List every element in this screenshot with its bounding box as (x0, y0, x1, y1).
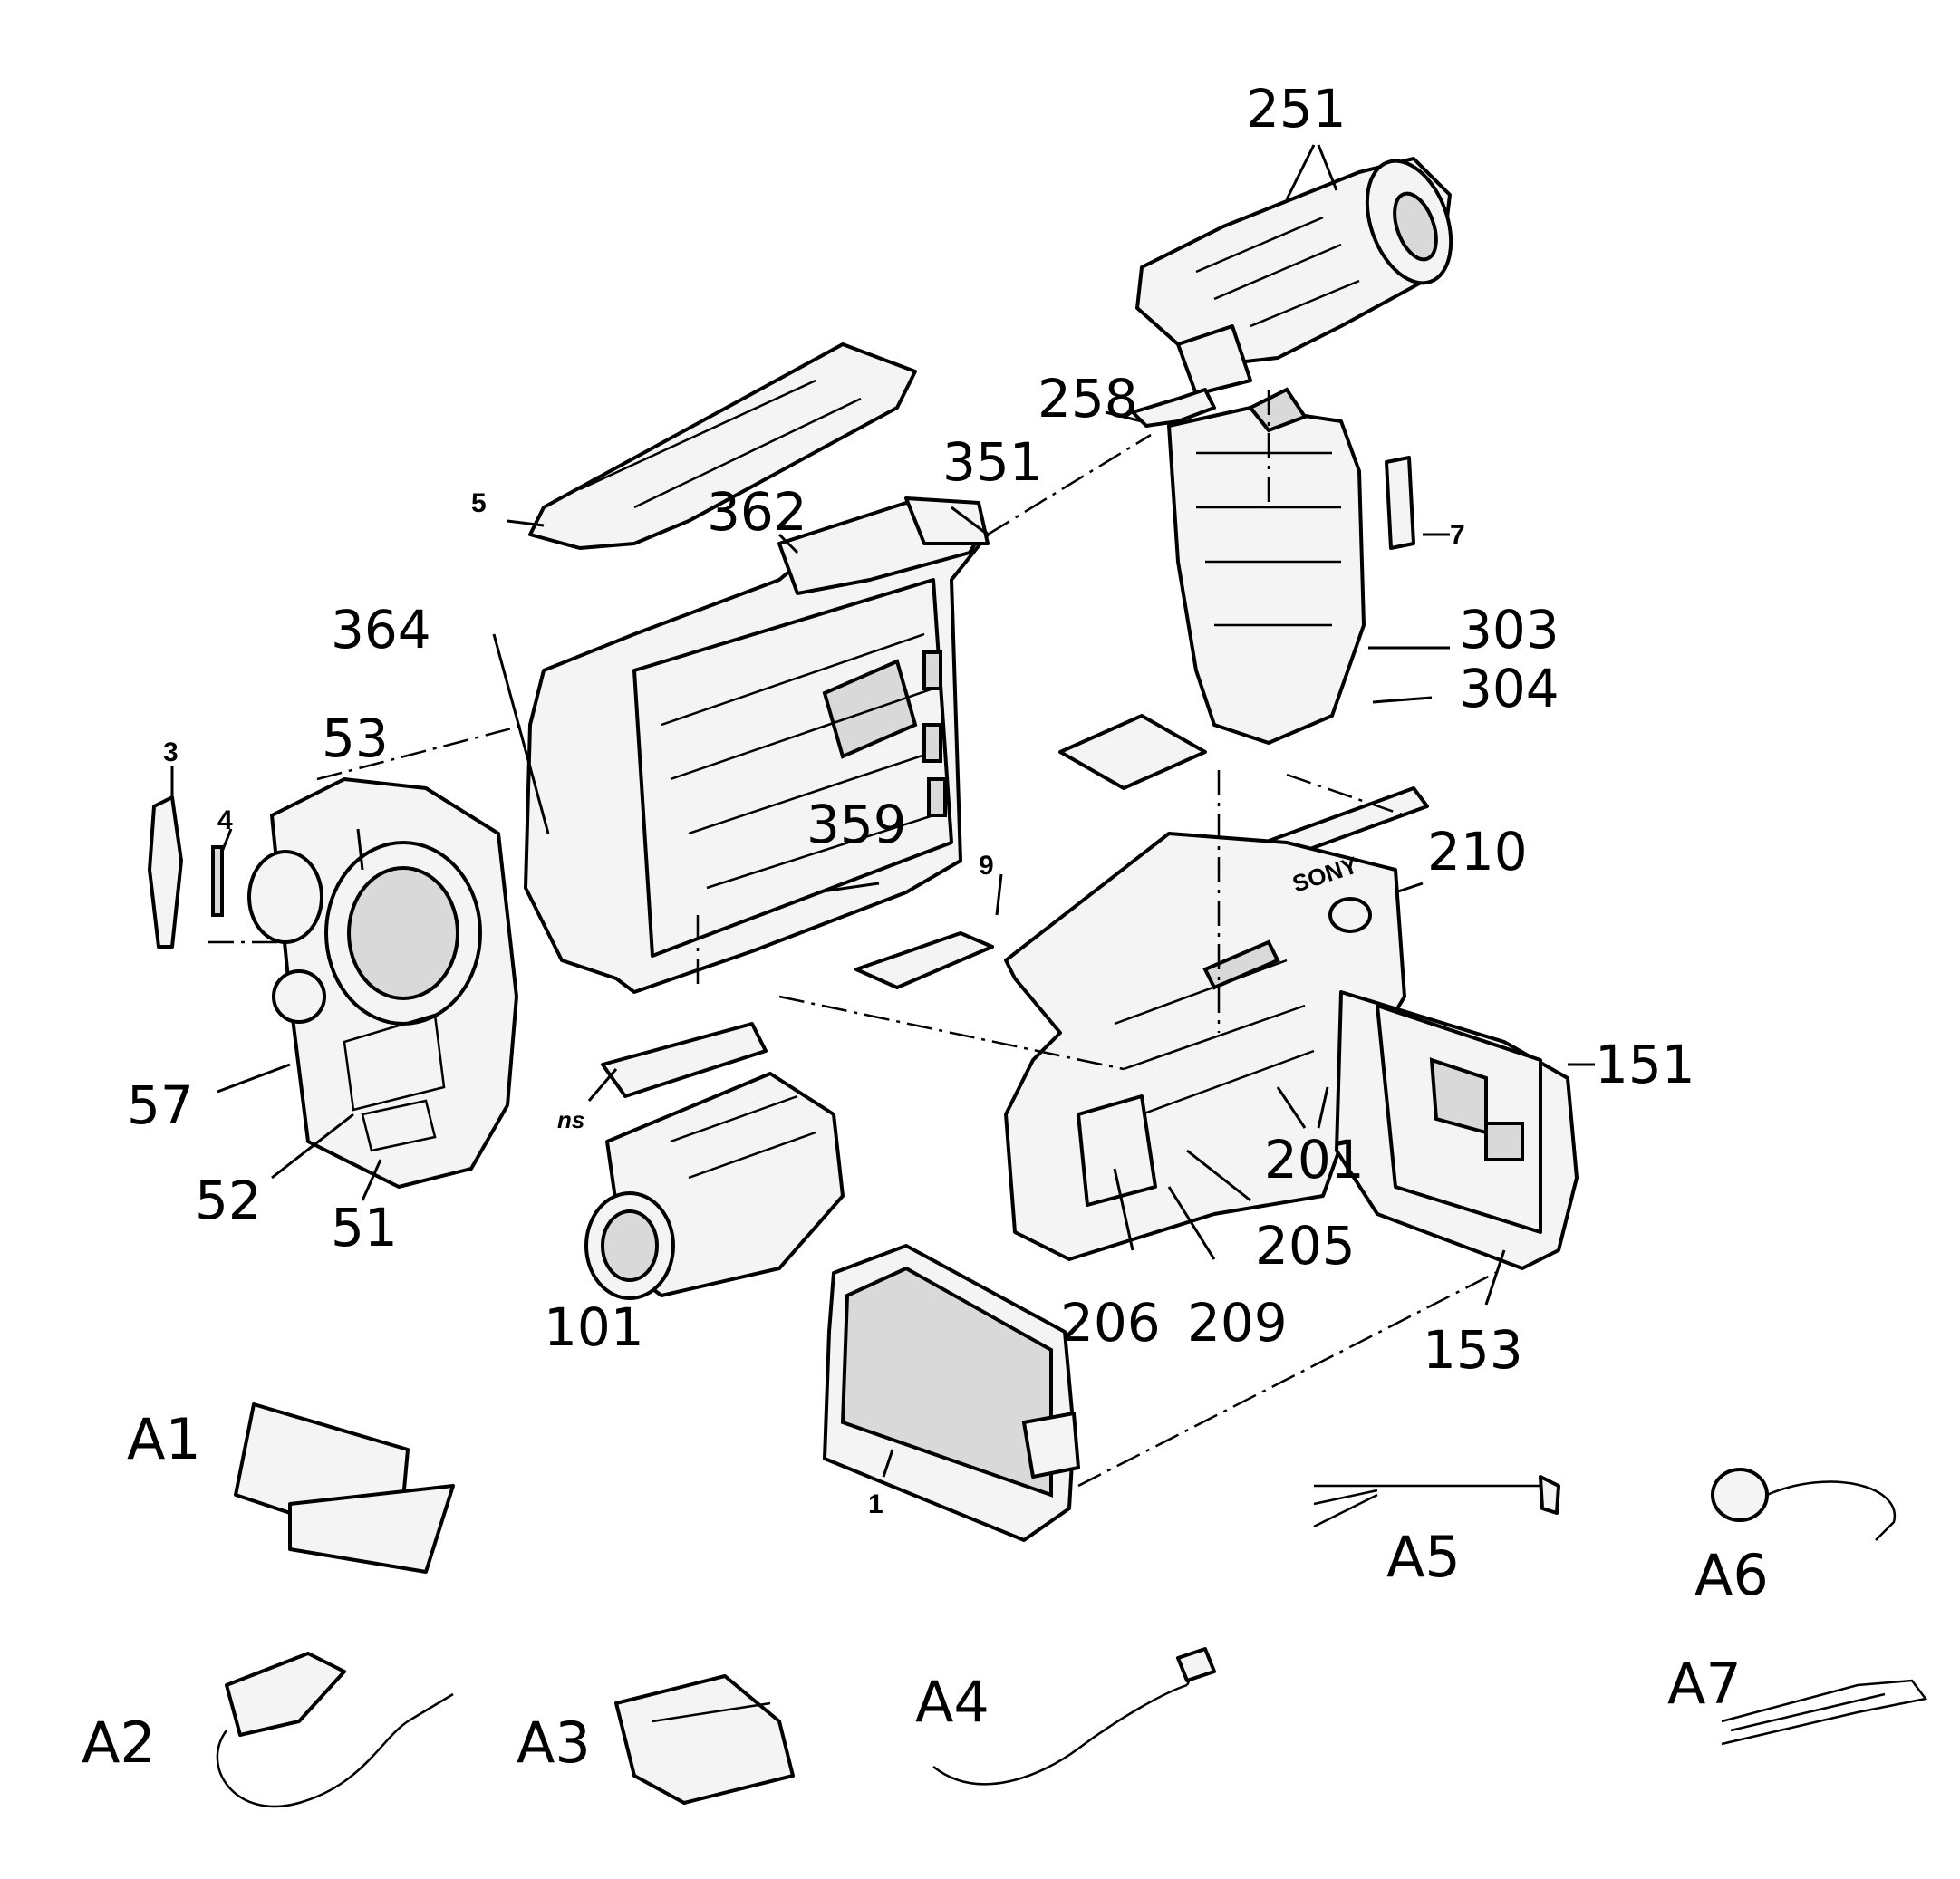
main-chassis-part (524, 496, 990, 994)
accessory-a3-battery (614, 1674, 795, 1805)
label-53: 53 (322, 708, 389, 769)
label-206: 206 (1060, 1292, 1161, 1354)
label-201: 201 (1264, 1129, 1365, 1190)
accessory-a5-av-cable (1313, 1475, 1560, 1528)
board-part-9 (854, 931, 994, 989)
label-362: 362 (707, 481, 807, 543)
label-a6: A6 (1694, 1542, 1769, 1608)
lcd-screen-part (823, 1244, 1080, 1542)
label-153: 153 (1423, 1319, 1523, 1381)
label-plate-part (1058, 714, 1207, 790)
label-359: 359 (806, 794, 907, 855)
label-258: 258 (1038, 368, 1138, 429)
lcd-panel-part (1335, 990, 1579, 1270)
label-351: 351 (942, 431, 1043, 493)
label-3: 3 (163, 737, 179, 767)
strap-grip-part (148, 795, 183, 949)
label-4: 4 (217, 805, 233, 835)
viewfinder-part (1135, 157, 1453, 396)
label-a3: A3 (517, 1710, 591, 1776)
label-1: 1 (868, 1489, 883, 1519)
accessory-a2-adapter (216, 1652, 454, 1808)
label-303: 303 (1459, 599, 1559, 660)
flex-part-258 (1131, 388, 1216, 428)
label-304: 304 (1459, 658, 1559, 719)
accessory-a6-lens-cap (1711, 1468, 1897, 1541)
accessory-a1-remote (234, 1402, 455, 1574)
label-57: 57 (127, 1074, 194, 1136)
label-209: 209 (1187, 1292, 1288, 1354)
label-5: 5 (471, 488, 487, 518)
label-210: 210 (1427, 821, 1528, 882)
label-a7: A7 (1667, 1651, 1742, 1717)
top-cover-part (528, 342, 917, 550)
label-364: 364 (331, 599, 431, 660)
side-cabinet-part (1004, 832, 1406, 1261)
front-panel-part (247, 777, 518, 1189)
plate-part-7 (1385, 456, 1415, 550)
accessory-a4-cable (932, 1647, 1216, 1786)
label-a5: A5 (1386, 1524, 1461, 1590)
label-101: 101 (544, 1296, 644, 1358)
label-51: 51 (331, 1197, 398, 1258)
label-9: 9 (979, 851, 994, 881)
flex-part-ns (601, 1022, 768, 1098)
plate-part-4 (211, 845, 224, 917)
label-a1: A1 (127, 1406, 201, 1472)
mechanism-part (1167, 387, 1366, 745)
label-7: 7 (1450, 520, 1465, 550)
label-ns: ns (557, 1106, 584, 1133)
label-251: 251 (1246, 78, 1347, 140)
lens-block-part (584, 1072, 845, 1300)
label-205: 205 (1255, 1215, 1356, 1277)
label-52: 52 (195, 1170, 262, 1231)
label-a4: A4 (915, 1669, 990, 1735)
label-151: 151 (1595, 1034, 1695, 1095)
label-a2: A2 (82, 1710, 156, 1776)
accessory-a7-strap (1721, 1679, 1928, 1746)
